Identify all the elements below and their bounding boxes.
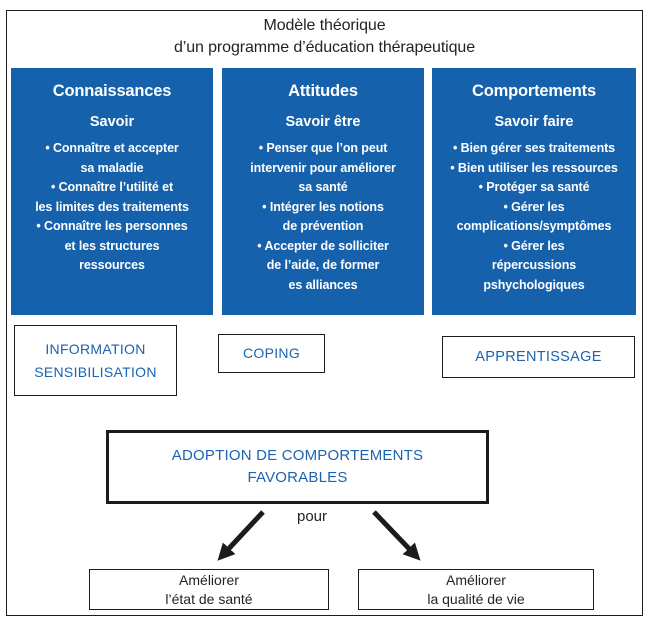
outcome-etat-de-sante: Améliorer l’état de santé xyxy=(89,569,329,610)
column-connaissances: Connaissances Savoir • Connaître et acce… xyxy=(11,68,213,315)
column-subheader: Savoir être xyxy=(285,114,361,130)
tag-coping: COPING xyxy=(218,334,325,373)
tag-information-sensibilisation: INFORMATION SENSIBILISATION xyxy=(14,325,177,396)
tag-apprentissage: APPRENTISSAGE xyxy=(442,336,635,378)
column-bullets: • Connaître et accepter sa maladie • Con… xyxy=(35,141,189,272)
column-bullets: • Penser que l’on peut intervenir pour a… xyxy=(250,141,396,292)
column-header: Connaissances xyxy=(52,82,172,100)
diagram-title: Modèle théorique d’un programme d’éducat… xyxy=(173,17,476,56)
column-header: Comportements xyxy=(472,82,596,100)
column-header: Attitudes xyxy=(288,82,358,100)
column-subheader: Savoir faire xyxy=(494,114,574,130)
column-comportements: Comportements Savoir faire • Bien gérer … xyxy=(432,68,636,315)
outcome-qualite-de-vie: Améliorer la qualité de vie xyxy=(358,569,594,610)
column-subheader: Savoir xyxy=(89,114,135,130)
connector-label: pour xyxy=(296,508,328,525)
column-attitudes: Attitudes Savoir être • Penser que l’on … xyxy=(222,68,424,315)
adoption-box: ADOPTION DE COMPORTEMENTS FAVORABLES xyxy=(106,430,489,504)
column-bullets: • Bien gérer ses traitements • Bien util… xyxy=(450,141,618,292)
